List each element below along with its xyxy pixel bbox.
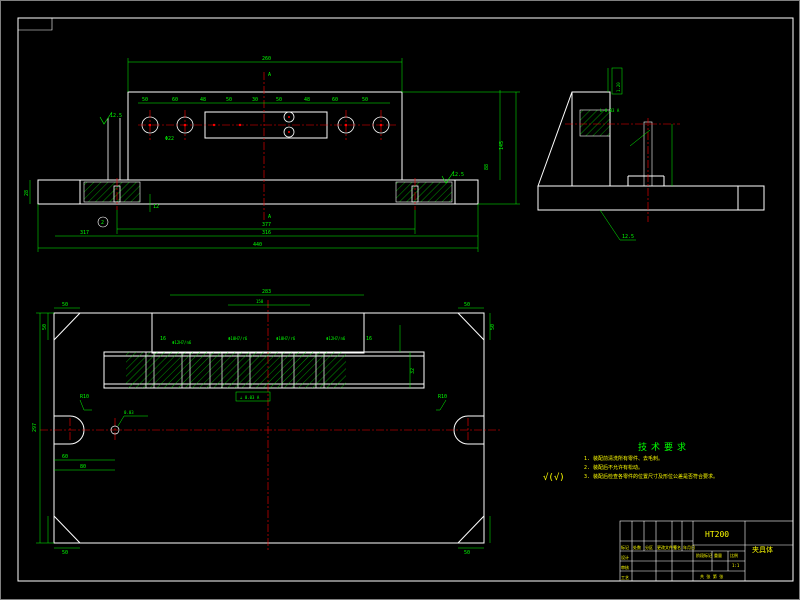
- plan-dim-corner-bottom-right: 50: [464, 550, 470, 556]
- title-block-material: HT200: [705, 530, 729, 539]
- plan-dim-overall-height: 297: [32, 423, 38, 432]
- title-block-sub-2: 审核: [621, 564, 629, 570]
- title-block-sub-1: 设计: [621, 554, 629, 560]
- side-datum-note: L 0.03 A: [600, 108, 620, 113]
- plan-dim-side-left: 50: [42, 324, 48, 330]
- plan-dim-slot-height: 32: [410, 368, 416, 374]
- front-roughness-right: 12.5: [452, 172, 464, 178]
- front-dim-inner-length: 316: [262, 230, 271, 236]
- title-block-sub-3: 工艺: [621, 575, 629, 580]
- title-block-stage-3: 比例: [730, 552, 738, 558]
- tech-item-3: 3. 装配后检查各零件的位置尺寸及形位公差是否符合要求。: [584, 473, 718, 480]
- front-balloon: 2: [101, 220, 104, 226]
- title-block-scale: 1:1: [732, 563, 740, 568]
- front-view: 260 440 377 316 317 145 88 28 12 Φ22 A A…: [24, 56, 520, 252]
- front-section-label-top: A: [268, 72, 271, 78]
- title-block-row-6: 年月日: [683, 544, 695, 550]
- title-block: HT200 夹具体 标记 处数 分区 更改文件号 签名 年月日 设计 审核 工艺…: [619, 520, 794, 582]
- title-block-row-2: 处数: [633, 544, 641, 550]
- tech-item-2: 2. 装配后不允许有松动。: [584, 464, 643, 471]
- plan-dim-inner-width: 158: [256, 299, 264, 304]
- plan-fit-1: Φ12H7/n6: [172, 340, 192, 345]
- front-span-label-4: 50: [226, 97, 232, 103]
- plan-dim-small-h-right: 16: [366, 336, 372, 342]
- title-block-row-5: 签名: [673, 544, 681, 550]
- plan-view: 283 158 50 50 50 50 50 50 297 R10 R10 60…: [32, 289, 500, 556]
- front-span-label-5: 30: [252, 97, 258, 103]
- plan-dim-slot-radius-left: R10: [80, 394, 89, 400]
- front-span-label-6: 50: [276, 97, 282, 103]
- front-span-label-1: 50: [142, 97, 148, 103]
- plan-dim-top-width: 283: [262, 289, 271, 295]
- title-block-part-name: 夹具体: [752, 545, 773, 554]
- front-section-label-bottom: A: [268, 214, 271, 220]
- front-dim-small-height: 12: [153, 204, 159, 210]
- plan-dim-corner-top-left: 50: [62, 302, 68, 308]
- front-dim-hole-dia: Φ22: [165, 136, 174, 142]
- side-view: 1.20 L 0.03 A 12.5: [537, 67, 765, 241]
- side-roughness: 12.5: [622, 234, 634, 240]
- tech-requirements: 技术要求 √(√) 1. 装配前清洗所有零件、去毛刺。 2. 装配后不允许有松动…: [543, 441, 718, 483]
- front-dim-sub-length: 317: [80, 230, 89, 236]
- plan-dim-small-h-left: 16: [160, 336, 166, 342]
- front-dim-overall-length: 440: [253, 242, 262, 248]
- title-block-stage-2: 重量: [714, 552, 722, 558]
- plan-dim-corner-bottom-left: 50: [62, 550, 68, 556]
- tech-item-1: 1. 装配前清洗所有零件、去毛刺。: [584, 455, 663, 462]
- title-block-stage-1: 阶段标记: [696, 552, 712, 558]
- title-block-row-1: 标记: [621, 544, 629, 550]
- plan-dim-slot-left: 60: [62, 454, 68, 460]
- side-dim-vertical: 1.20: [616, 82, 621, 92]
- front-dim-height-total: 145: [499, 141, 505, 150]
- front-dim-height-mid: 88: [484, 164, 490, 170]
- front-span-label-9: 50: [362, 97, 368, 103]
- front-span-label-7: 48: [304, 97, 310, 103]
- plan-fit-2: Φ18H7/r6: [228, 336, 248, 341]
- tech-requirements-title: 技术要求: [638, 441, 690, 453]
- plan-dim-slot-radius-right: R10: [438, 394, 447, 400]
- title-block-sheet-info: 共 张 第 张: [700, 573, 723, 579]
- tech-roughness-symbol: √(√): [543, 472, 565, 483]
- plan-fit-4: Φ12H7/n6: [326, 336, 346, 341]
- title-block-row-4: 更改文件号: [657, 544, 677, 550]
- front-span-label-8: 60: [332, 97, 338, 103]
- front-span-label-3: 48: [200, 97, 206, 103]
- front-dim-middle-length: 377: [262, 222, 271, 228]
- plan-dim-slot-bottom: 80: [80, 464, 86, 470]
- plan-tolerance-note: ⊥ 0.03 A: [240, 395, 260, 400]
- plan-dim-side-right: 50: [490, 324, 496, 330]
- front-span-label-2: 60: [172, 97, 178, 103]
- front-roughness-left: 12.5: [110, 113, 122, 119]
- front-dim-top-width: 260: [262, 56, 271, 62]
- plan-dim-corner-top-right: 50: [464, 302, 470, 308]
- front-dim-base-height: 28: [24, 190, 30, 196]
- title-block-row-3: 分区: [645, 544, 653, 550]
- plan-fit-3: Φ18H7/r6: [276, 336, 296, 341]
- plan-datum-box: 0.03: [124, 410, 134, 415]
